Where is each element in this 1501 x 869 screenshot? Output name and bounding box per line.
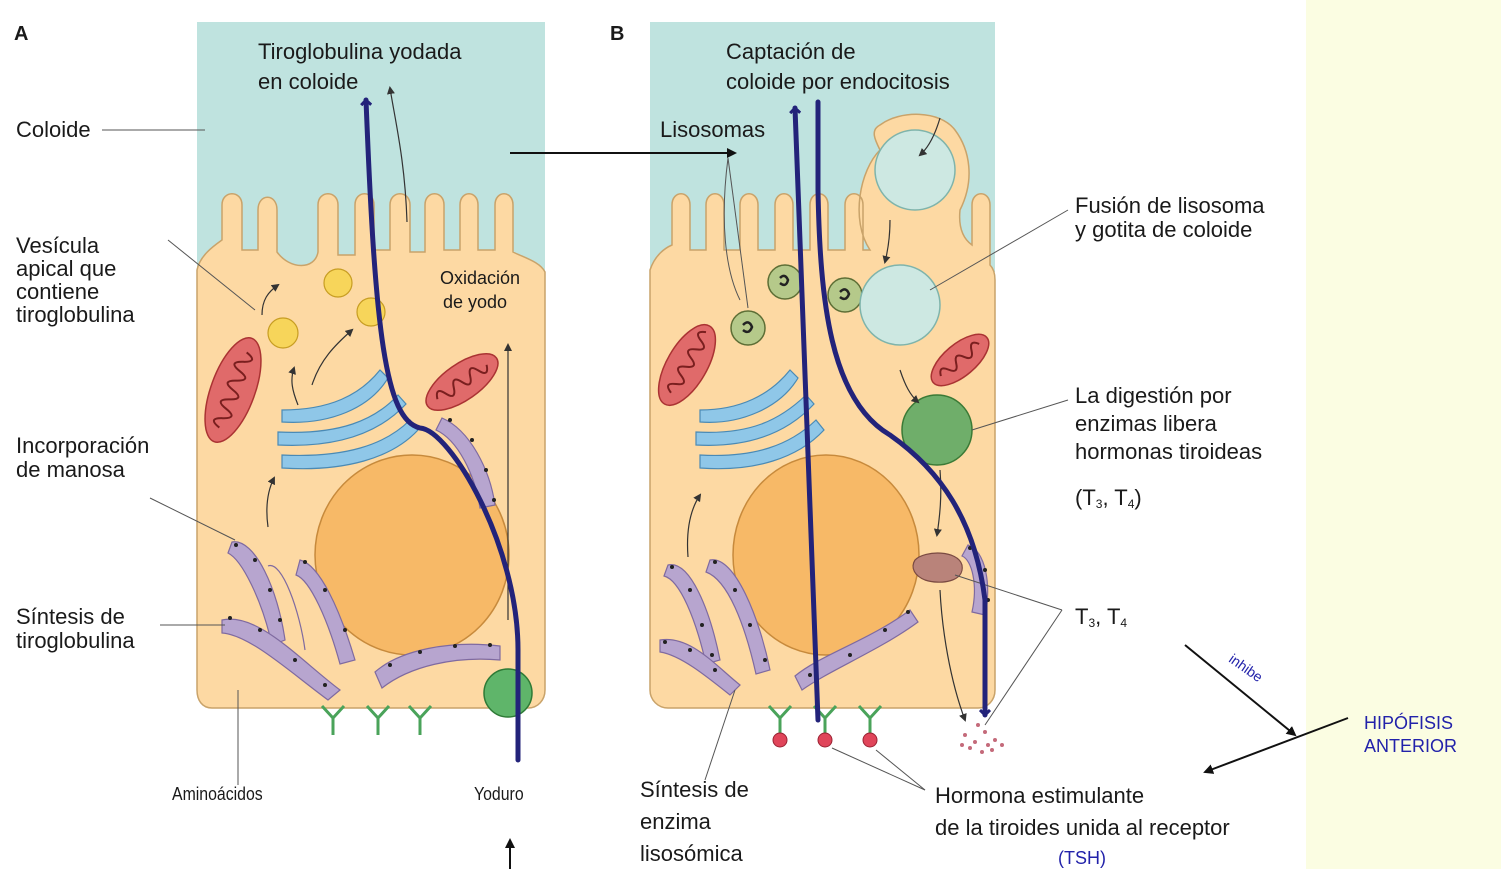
endocytic-droplet: [875, 130, 955, 210]
label-hipofisis-1: HIPÓFISIS: [1364, 712, 1453, 734]
released-hormone-dots: [960, 723, 1004, 754]
hormone-vesicle: [913, 553, 962, 582]
label-incorporacion-2: de manosa: [16, 458, 125, 482]
iodide-transporter-a: [484, 669, 532, 717]
label-captacion-2: coloide por endocitosis: [726, 70, 950, 94]
label-t3-t4-digestion: (T3, T4): [1075, 486, 1142, 516]
label-t3-t4-released: T3, T4: [1075, 605, 1127, 635]
label-digestion-2: enzimas libera: [1075, 412, 1217, 436]
panel-label-a: A: [14, 22, 28, 46]
label-tsh: (TSH): [1058, 847, 1106, 869]
label-lisosomas: Lisosomas: [660, 118, 765, 142]
label-fusion-2: y gotita de coloide: [1075, 218, 1252, 242]
label-hormona-estimulante-1: Hormona estimulante: [935, 784, 1144, 808]
label-vesicula-1: Vesícula: [16, 234, 99, 257]
label-digestion-1: La digestión por: [1075, 384, 1232, 408]
label-hormona-estimulante-2: de la tiroides unida al receptor: [935, 816, 1230, 840]
label-vesicula-4: tiroglobulina: [16, 303, 135, 326]
label-sintesis-enzima-2: enzima: [640, 810, 711, 834]
receptors-b: [769, 706, 881, 735]
tsh-bound: [773, 733, 877, 747]
arrow-pituitary-tsh: [1205, 718, 1348, 772]
receptors-a: [322, 706, 431, 735]
label-sintesis-enzima-1: Síntesis de: [640, 778, 749, 802]
label-digestion-3: hormonas tiroideas: [1075, 440, 1262, 464]
label-coloide: Coloide: [16, 118, 91, 142]
label-tiroglobulina-yodada-2: en coloide: [258, 70, 358, 94]
label-sintesis-enzima-3: lisosómica: [640, 842, 743, 866]
label-incorporacion-1: Incorporación: [16, 434, 149, 458]
label-yoduro: Yoduro: [474, 784, 524, 805]
panel-label-b: B: [610, 22, 624, 46]
label-aminoacidos: Aminoácidos: [172, 784, 263, 805]
label-vesicula-2: apical que: [16, 257, 116, 280]
label-oxidacion-2: de yodo: [443, 292, 507, 313]
label-vesicula-3: contiene: [16, 280, 99, 303]
label-captacion-1: Captación de: [726, 40, 856, 64]
fused-lysosome-colloid: [860, 265, 940, 345]
label-sintesis-tg-2: tiroglobulina: [16, 629, 135, 653]
label-hipofisis-2: ANTERIOR: [1364, 735, 1457, 757]
label-oxidacion-1: Oxidación: [440, 268, 520, 289]
label-fusion-1: Fusión de lisosoma: [1075, 194, 1265, 218]
label-sintesis-tg-1: Síntesis de: [16, 605, 125, 629]
label-tiroglobulina-yodada-1: Tiroglobulina yodada: [258, 40, 461, 64]
